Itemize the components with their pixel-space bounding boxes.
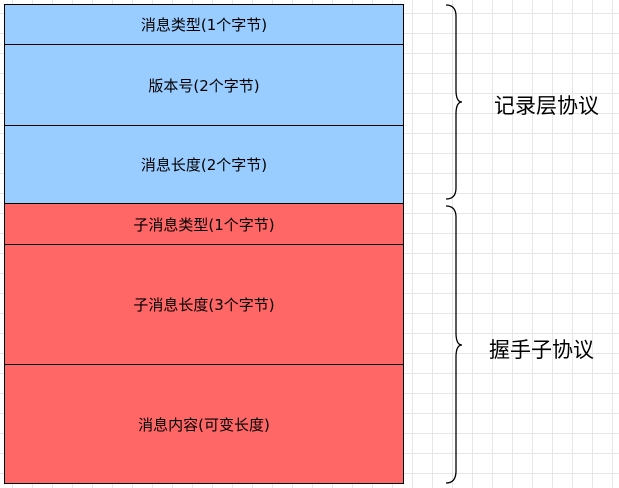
field-label: 版本号(2个字节) <box>148 76 260 95</box>
handshake-layer-brace <box>440 205 470 484</box>
record-field-message-type: 消息类型(1个字节) <box>4 4 404 45</box>
field-label: 消息长度(2个字节) <box>140 156 268 174</box>
field-label: 子消息类型(1个字节) <box>133 215 275 234</box>
record-layer-label: 记录层协议 <box>494 94 599 118</box>
handshake-field-submessage-type: 子消息类型(1个字节) <box>4 203 404 245</box>
field-label: 消息类型(1个字节) <box>140 16 268 34</box>
record-field-length: 消息长度(2个字节) <box>4 125 404 204</box>
handshake-layer-label: 握手子协议 <box>489 338 594 362</box>
handshake-field-submessage-length: 子消息长度(3个字节) <box>4 244 404 365</box>
field-label: 消息内容(可变长度) <box>138 415 270 434</box>
record-field-version: 版本号(2个字节) <box>4 44 404 126</box>
record-layer-brace <box>440 4 470 200</box>
handshake-field-content: 消息内容(可变长度) <box>4 364 404 484</box>
field-label: 子消息长度(3个字节) <box>133 296 275 314</box>
